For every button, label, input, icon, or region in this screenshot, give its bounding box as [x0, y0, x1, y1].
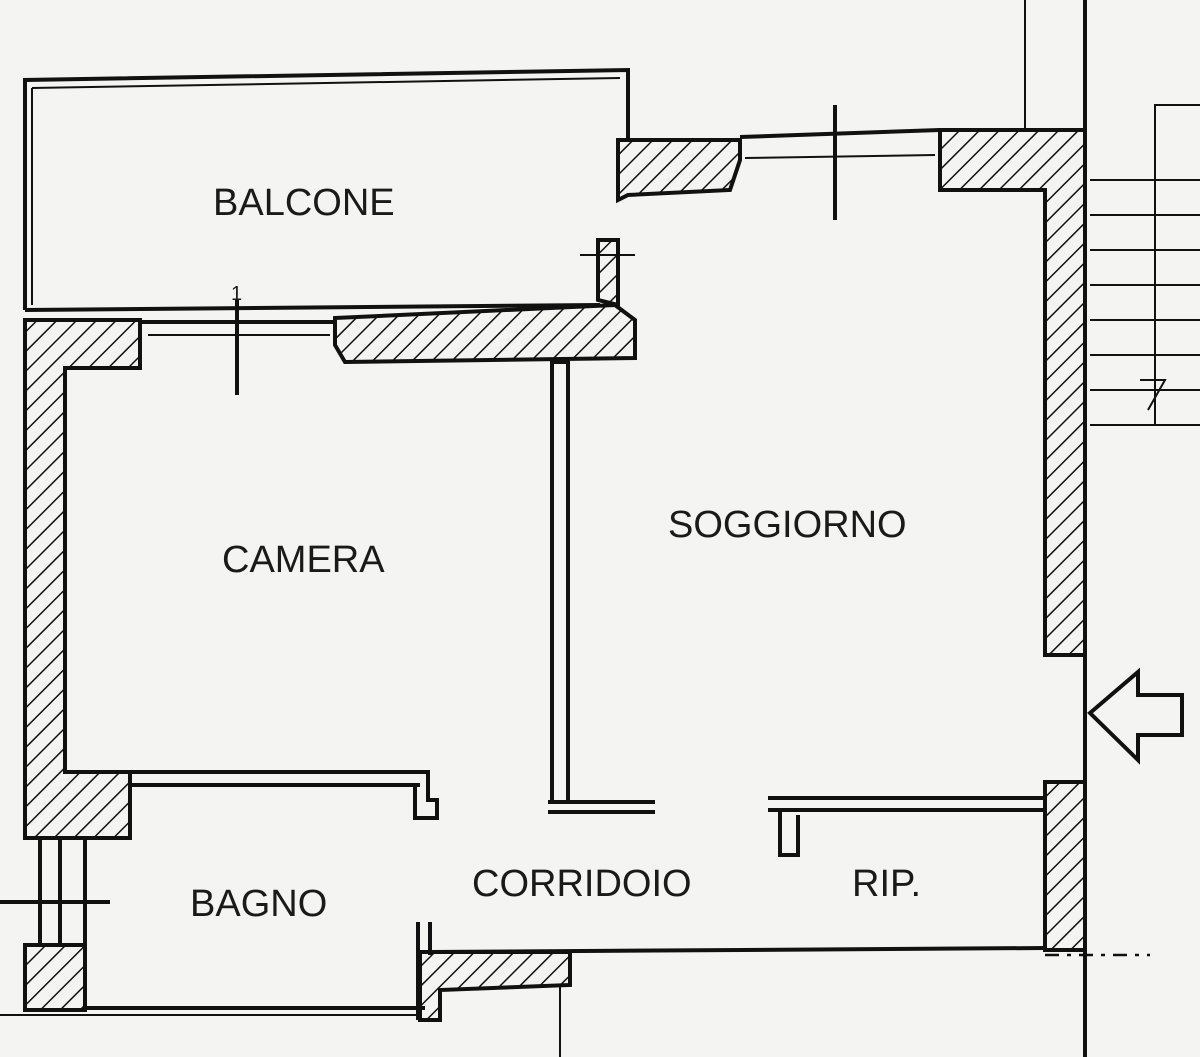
room-label-soggiorno: SOGGIORNO [668, 504, 907, 546]
room-label-bagno: BAGNO [190, 883, 327, 925]
room-label-corridoio: CORRIDOIO [472, 863, 692, 905]
windows [38, 128, 941, 945]
partitions [83, 360, 1150, 1020]
entrance-arrow-icon [1087, 667, 1184, 765]
room-label-camera: CAMERA [222, 539, 385, 581]
balcony-outline [23, 67, 630, 312]
room-label-ripostiglio: RIP. [852, 863, 921, 905]
room-label-balcone: BALCONE [213, 182, 395, 224]
section-marks [0, 105, 837, 904]
section-marker-label: 1 [231, 283, 242, 305]
staircase [1090, 104, 1200, 426]
walls [23, 128, 1087, 1022]
